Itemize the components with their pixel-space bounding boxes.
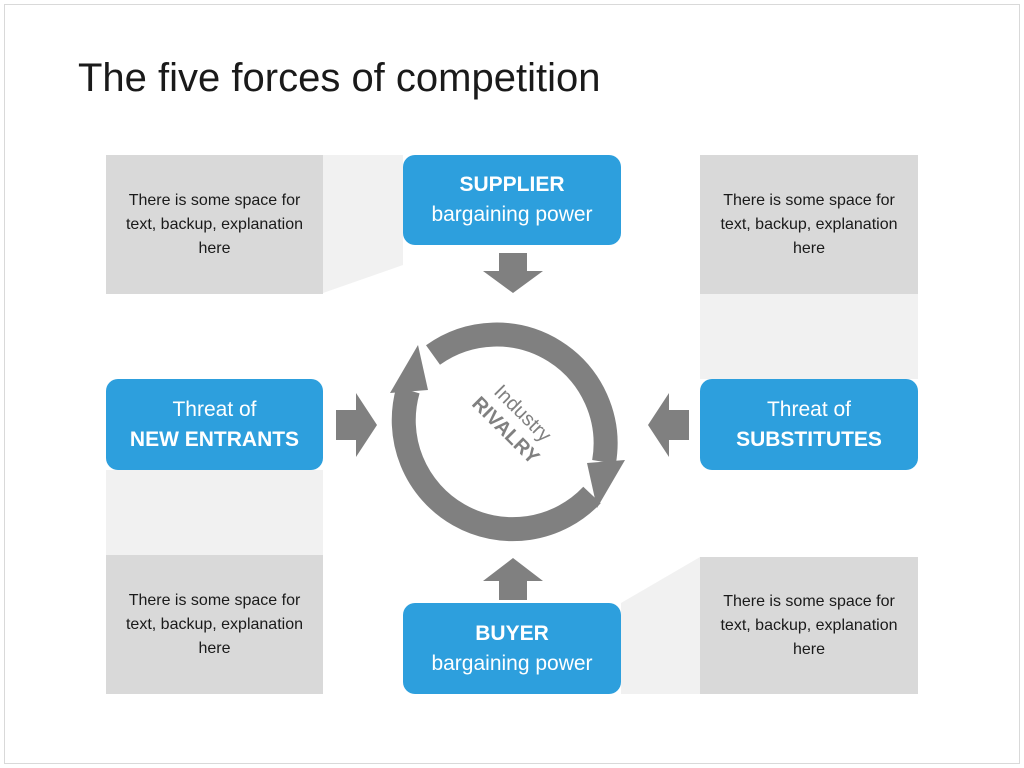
note-bottom-left-text: There is some space for text, backup, ex… <box>125 591 303 657</box>
note-top-right: There is some space for text, backup, ex… <box>700 155 918 294</box>
force-buyer-title: BUYER <box>475 621 549 645</box>
force-supplier-title: SUPPLIER <box>459 173 565 196</box>
force-buyer-subtitle: bargaining power <box>431 651 593 675</box>
force-new-entrants-subtitle: Threat of <box>172 397 257 421</box>
connector-top-left <box>323 155 403 293</box>
note-top-left-text: There is some space for text, backup, ex… <box>125 191 303 257</box>
circular-arrows-icon <box>390 322 625 542</box>
force-new-entrants: Threat of NEW ENTRANTS <box>106 379 323 470</box>
force-substitutes: Threat of SUBSTITUTES <box>700 379 918 470</box>
force-supplier-subtitle: bargaining power <box>431 203 593 226</box>
arrow-right-icon <box>336 393 377 457</box>
arrow-left-icon <box>648 393 689 457</box>
note-bottom-left: There is some space for text, backup, ex… <box>106 555 323 694</box>
note-bottom-right: There is some space for text, backup, ex… <box>700 557 918 694</box>
connector-right <box>700 294 918 379</box>
connector-bottom-right <box>621 557 700 694</box>
note-bottom-right-text: There is some space for text, backup, ex… <box>720 592 898 658</box>
force-substitutes-title: SUBSTITUTES <box>736 427 882 451</box>
note-top-right-text: There is some space for text, backup, ex… <box>720 191 898 257</box>
note-top-left: There is some space for text, backup, ex… <box>106 155 323 294</box>
slide-title: The five forces of competition <box>78 56 601 100</box>
connector-left <box>106 470 323 555</box>
force-substitutes-subtitle: Threat of <box>766 397 852 421</box>
force-supplier: SUPPLIER bargaining power <box>403 155 621 245</box>
arrow-up-icon <box>483 558 543 600</box>
arrow-down-icon <box>483 253 543 293</box>
force-buyer: BUYER bargaining power <box>403 603 621 694</box>
force-new-entrants-title: NEW ENTRANTS <box>129 427 300 451</box>
